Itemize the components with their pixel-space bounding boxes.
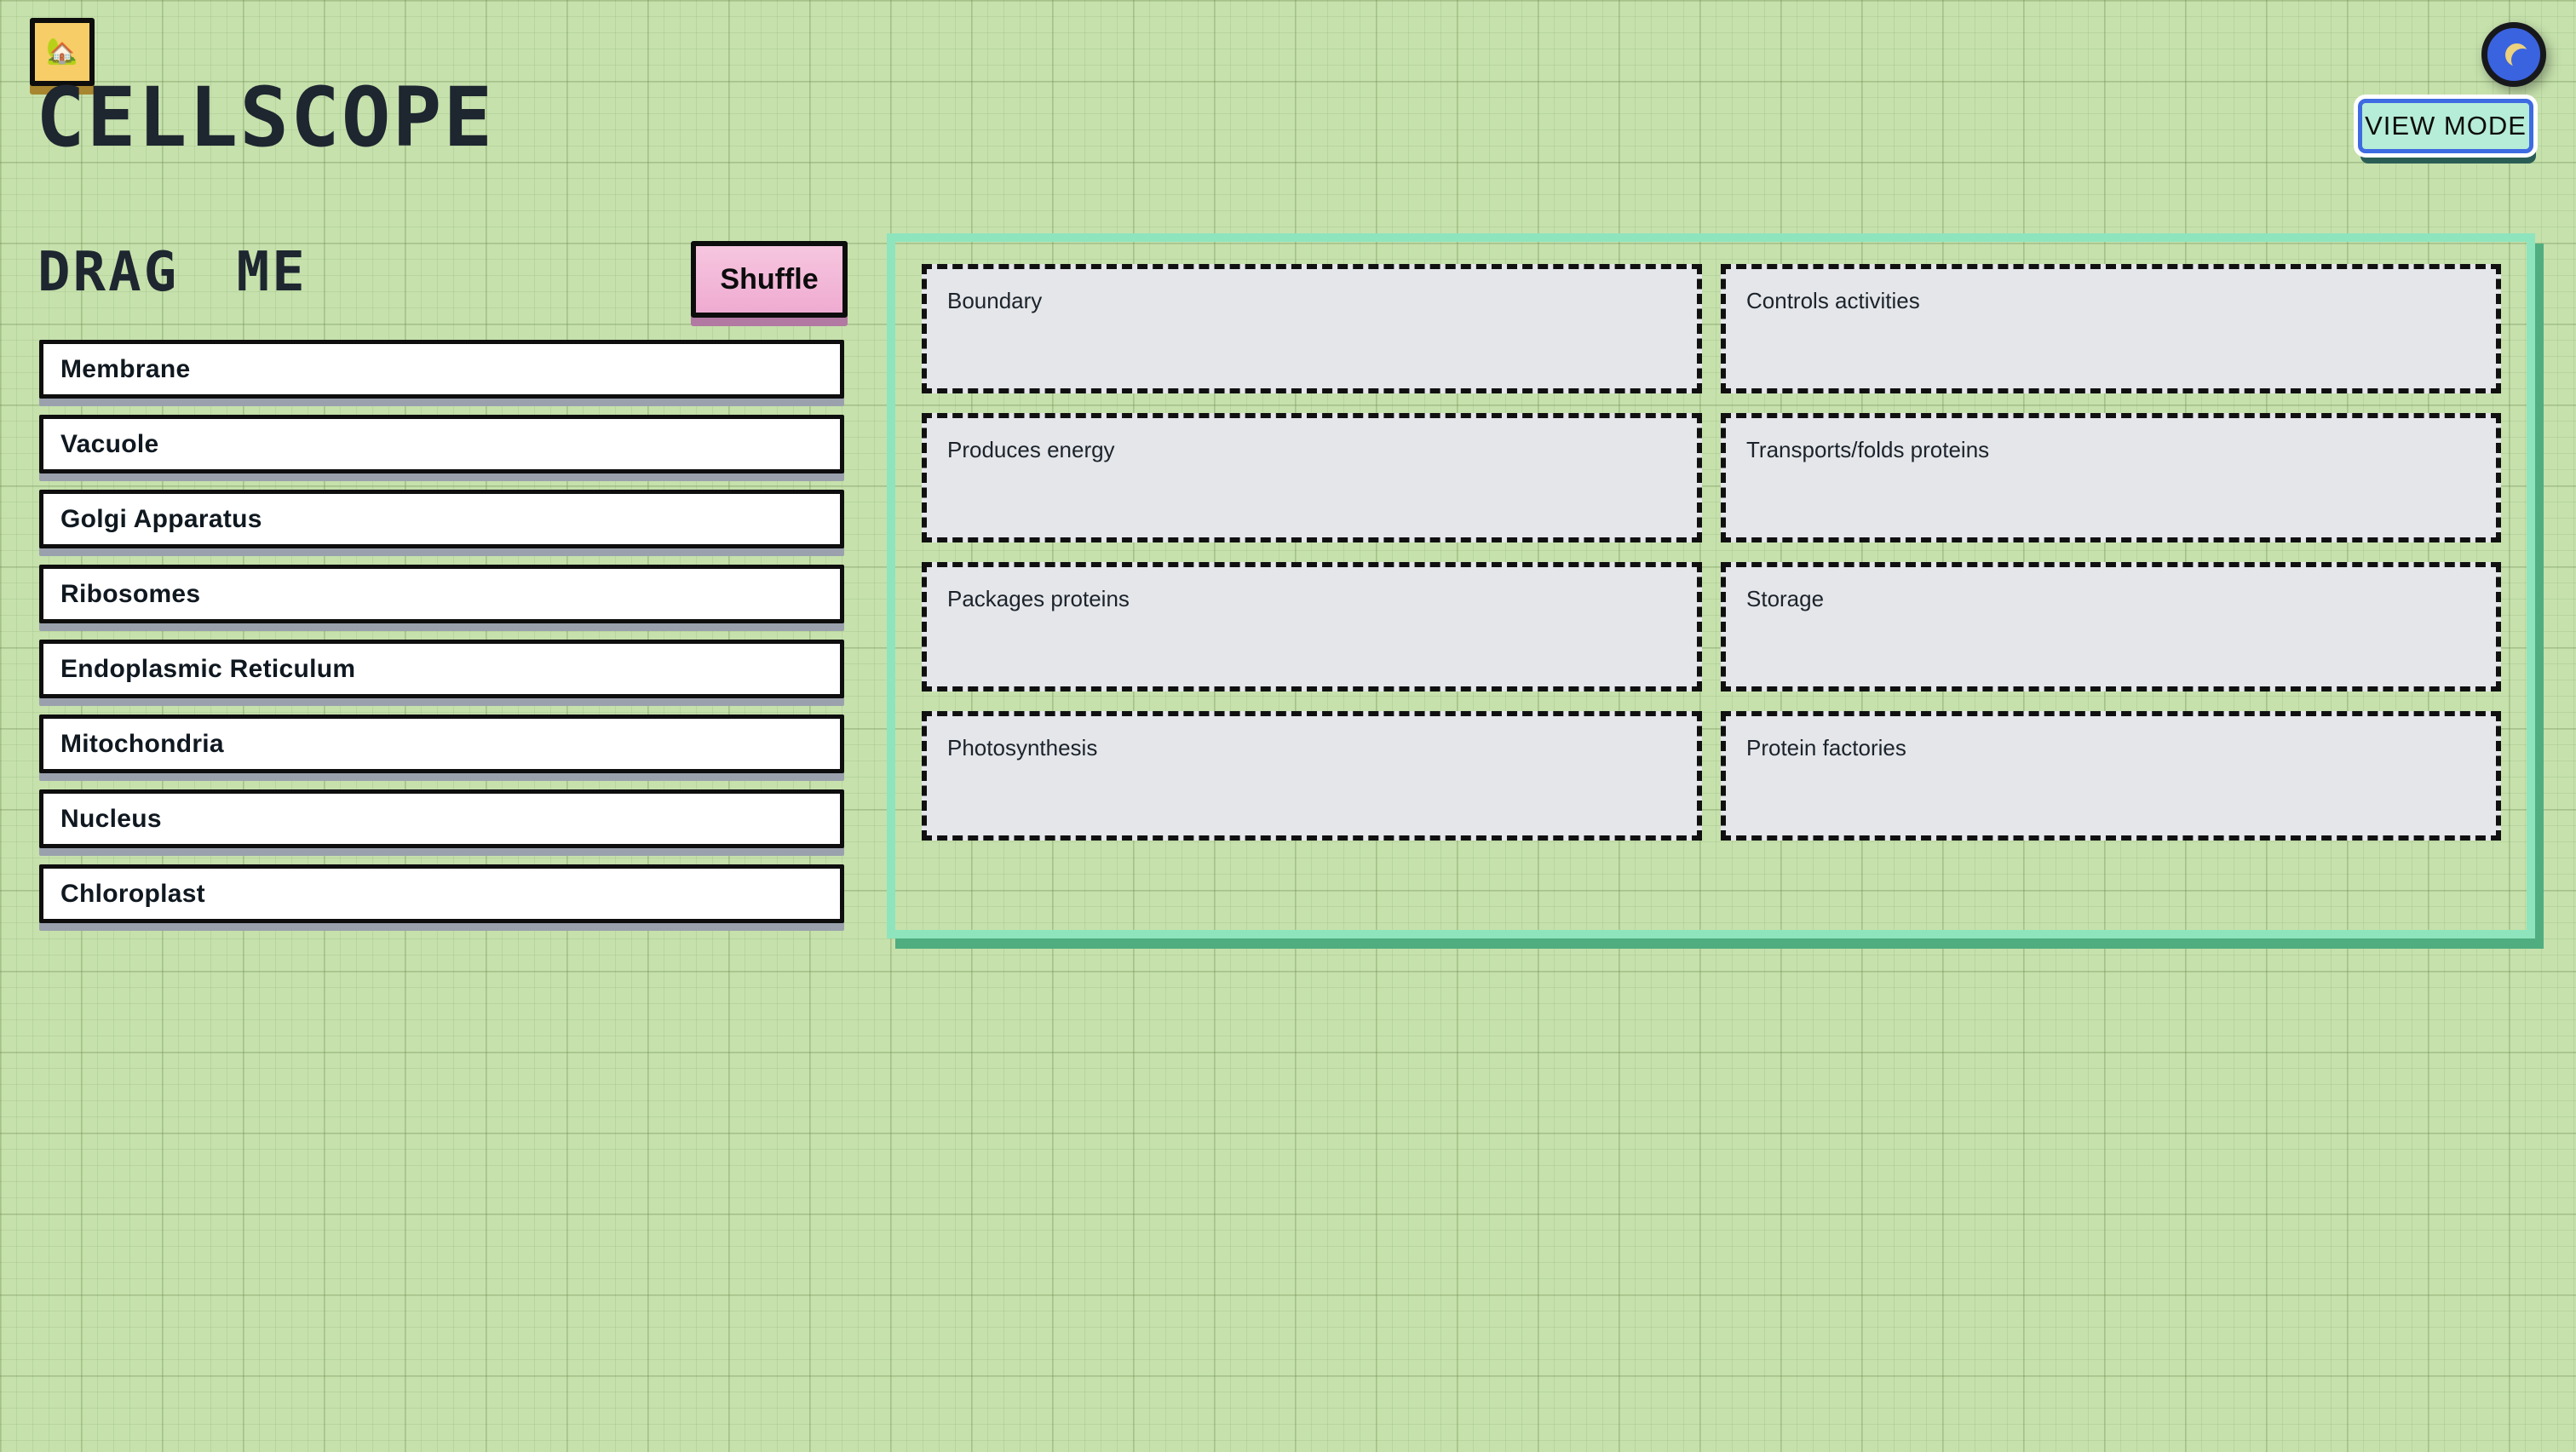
drop-slots-grid: Boundary Controls activities Produces en… <box>922 264 2501 841</box>
drag-item-label: Membrane <box>60 354 191 383</box>
drag-item[interactable]: Vacuole <box>39 415 844 473</box>
home-icon: 🏡 <box>46 37 78 66</box>
drop-slot[interactable]: Boundary <box>922 264 1702 393</box>
drop-slot-label: Packages proteins <box>947 586 1130 611</box>
drop-slot-label: Protein factories <box>1746 735 1906 760</box>
moon-icon <box>2511 49 2534 72</box>
drag-item-label: Endoplasmic Reticulum <box>60 654 356 683</box>
home-button[interactable]: 🏡 <box>30 18 95 86</box>
page-title: CELLSCOPE <box>36 70 495 165</box>
drop-zone-panel: Boundary Controls activities Produces en… <box>887 233 2535 938</box>
theme-toggle-button[interactable] <box>2481 22 2546 87</box>
drag-item-label: Mitochondria <box>60 729 224 758</box>
drop-slot-label: Controls activities <box>1746 288 1920 313</box>
drag-item-label: Vacuole <box>60 429 159 458</box>
drag-me-heading: DRAG ME <box>37 241 308 304</box>
drop-slot[interactable]: Controls activities <box>1721 264 2501 393</box>
shuffle-button[interactable]: Shuffle <box>691 241 848 318</box>
drop-slot[interactable]: Storage <box>1721 562 2501 692</box>
drop-slot-label: Transports/folds proteins <box>1746 437 1990 462</box>
drag-item-label: Ribosomes <box>60 579 201 608</box>
drag-item[interactable]: Mitochondria <box>39 715 844 773</box>
drag-item-label: Golgi Apparatus <box>60 504 262 533</box>
drop-slot-label: Boundary <box>947 288 1043 313</box>
drop-slot[interactable]: Photosynthesis <box>922 711 1702 841</box>
drag-item-label: Nucleus <box>60 804 162 833</box>
drag-item[interactable]: Chloroplast <box>39 864 844 923</box>
drop-slot[interactable]: Produces energy <box>922 413 1702 542</box>
drag-item[interactable]: Membrane <box>39 340 844 399</box>
drop-slot-label: Storage <box>1746 586 1825 611</box>
drop-slot[interactable]: Protein factories <box>1721 711 2501 841</box>
drag-item[interactable]: Nucleus <box>39 789 844 848</box>
drag-item[interactable]: Endoplasmic Reticulum <box>39 640 844 698</box>
drag-item-label: Chloroplast <box>60 879 205 908</box>
drop-slot-label: Photosynthesis <box>947 735 1098 760</box>
drag-items-list: Membrane Vacuole Golgi Apparatus Ribosom… <box>39 340 844 923</box>
drag-item[interactable]: Ribosomes <box>39 565 844 623</box>
drop-slot-label: Produces energy <box>947 437 1115 462</box>
drop-slot[interactable]: Packages proteins <box>922 562 1702 692</box>
drop-slot[interactable]: Transports/folds proteins <box>1721 413 2501 542</box>
view-mode-button[interactable]: VIEW MODE <box>2358 99 2533 153</box>
drag-item[interactable]: Golgi Apparatus <box>39 490 844 548</box>
